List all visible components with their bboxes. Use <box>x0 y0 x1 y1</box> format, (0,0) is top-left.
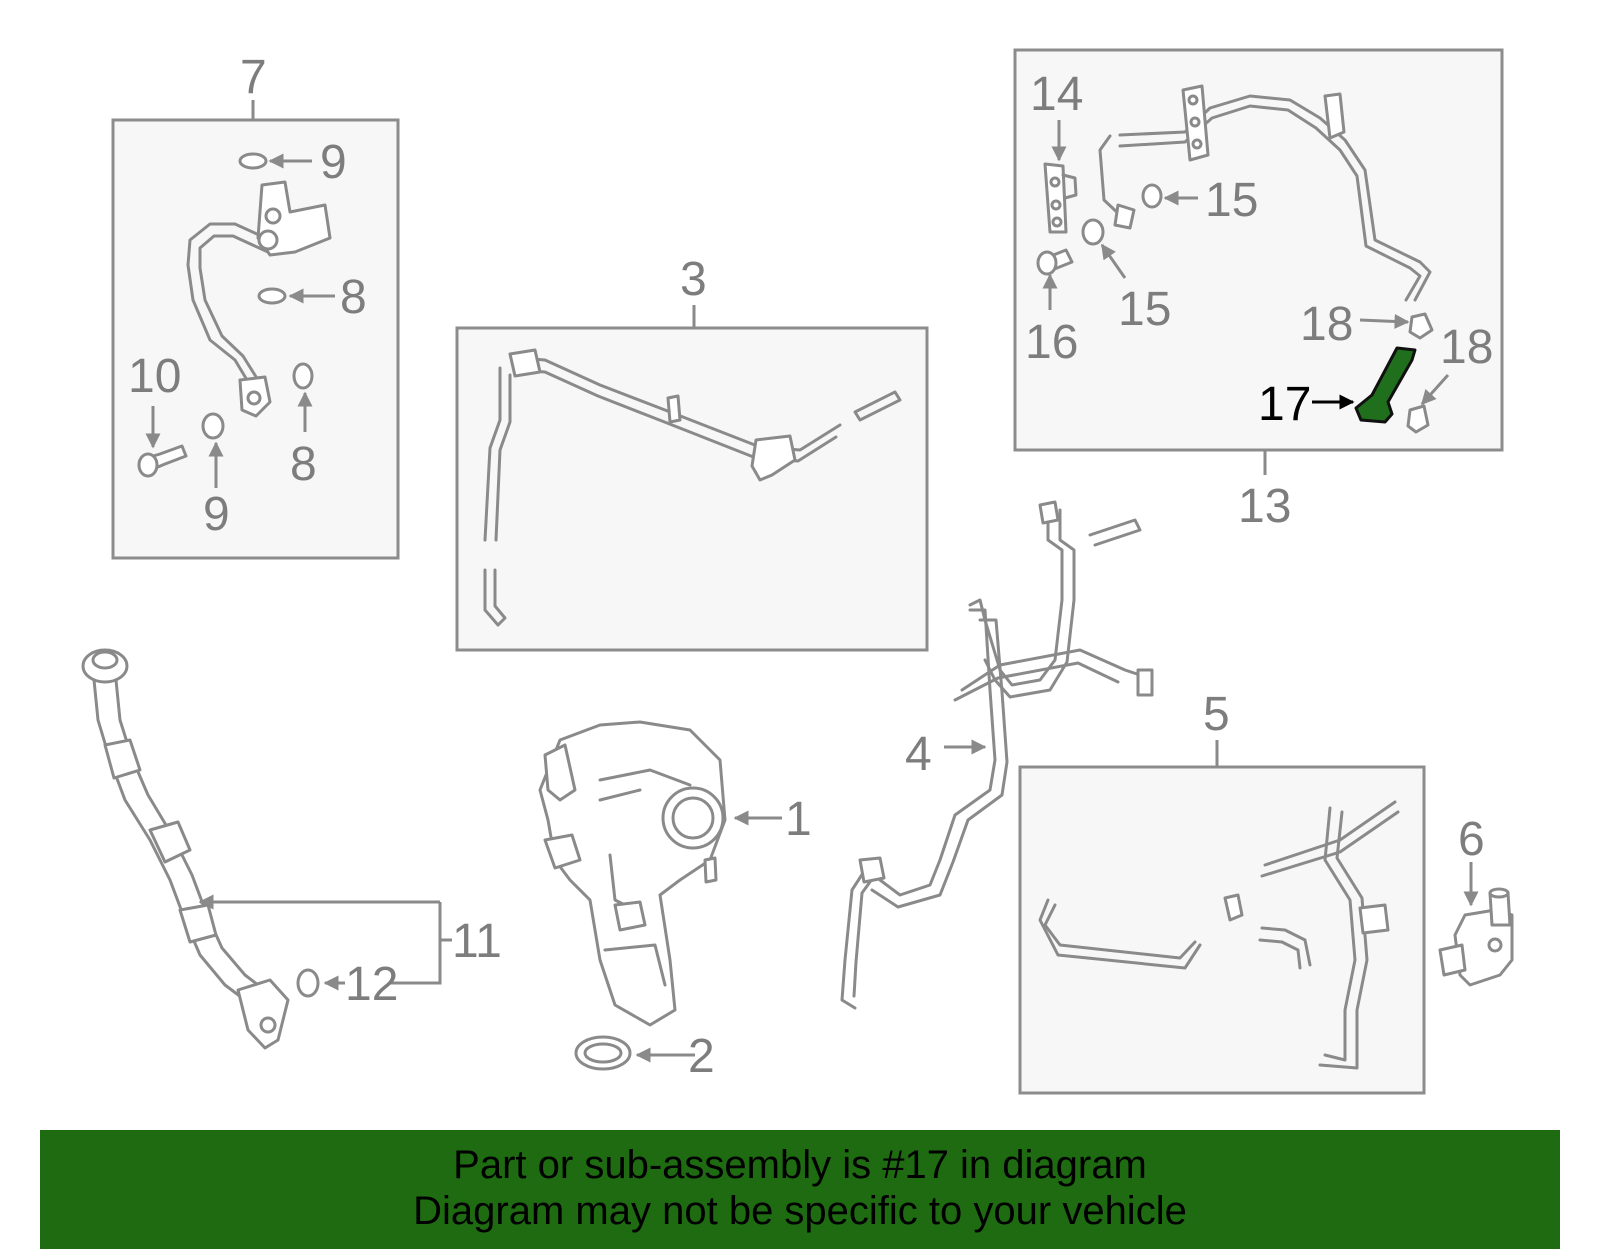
clip-18-top[interactable] <box>1408 312 1434 340</box>
callout-18-left: 18 <box>1300 298 1353 351</box>
washer-8-top[interactable] <box>257 287 287 305</box>
coolant-line-3[interactable] <box>483 348 902 627</box>
water-pump-6[interactable] <box>1438 887 1514 987</box>
callout-13: 13 <box>1238 480 1291 533</box>
panel-7: 7 9 8 8 9 10 <box>111 51 400 560</box>
coolant-lines-5[interactable] <box>1038 800 1400 1070</box>
callout-14: 14 <box>1030 68 1083 121</box>
callout-11: 11 <box>452 915 502 968</box>
callout-3: 3 <box>680 253 707 306</box>
info-banner: Part or sub-assembly is #17 in diagram D… <box>40 1130 1560 1249</box>
coolant-line-13[interactable] <box>1098 84 1432 302</box>
washer-15-right[interactable] <box>1141 183 1163 209</box>
washer-15-left[interactable] <box>1081 218 1105 246</box>
callout-6: 6 <box>1458 813 1485 866</box>
callout-8-bottom: 8 <box>290 438 317 491</box>
oil-feed-line[interactable] <box>186 180 332 418</box>
callout-16: 16 <box>1025 316 1078 369</box>
callout-4: 4 <box>905 728 932 781</box>
washer-9-top[interactable] <box>238 152 268 170</box>
washer-9-bottom[interactable] <box>201 412 225 440</box>
panel-3: 3 <box>455 253 929 652</box>
callout-5: 5 <box>1203 688 1230 741</box>
callout-18-right: 18 <box>1440 321 1493 374</box>
banner-line-1: Part or sub-assembly is #17 in diagram <box>453 1143 1147 1187</box>
callout-1: 1 <box>785 793 812 846</box>
callout-2: 2 <box>688 1030 715 1083</box>
callout-9-top: 9 <box>320 136 347 189</box>
panel-5: 5 <box>1018 688 1426 1095</box>
oil-return-line-11[interactable] <box>81 648 290 1050</box>
bracket-14[interactable] <box>1043 162 1078 234</box>
callout-8-top: 8 <box>340 271 367 324</box>
turbocharger-1[interactable] <box>538 720 727 1027</box>
bolt-16[interactable] <box>1036 248 1074 276</box>
gasket-2[interactable] <box>574 1035 632 1071</box>
callout-7: 7 <box>240 51 267 104</box>
callout-15-bottom: 15 <box>1118 283 1171 336</box>
coolant-pipe-4[interactable] <box>840 500 1154 1010</box>
callout-12: 12 <box>345 958 398 1011</box>
clip-18-bottom[interactable] <box>1406 404 1430 434</box>
banner-line-2: Diagram may not be specific to your vehi… <box>413 1189 1187 1233</box>
highlighted-part-17[interactable] <box>1354 346 1417 424</box>
washer-8-right[interactable] <box>292 362 314 390</box>
callout-17: 17 <box>1258 378 1311 431</box>
gasket-12[interactable] <box>296 968 320 998</box>
callout-9-bottom: 9 <box>203 488 230 541</box>
bolt-10[interactable] <box>137 444 188 478</box>
callout-15-right: 15 <box>1205 174 1258 227</box>
callout-10: 10 <box>128 350 181 403</box>
panel-13: 13 <box>1013 48 1504 533</box>
